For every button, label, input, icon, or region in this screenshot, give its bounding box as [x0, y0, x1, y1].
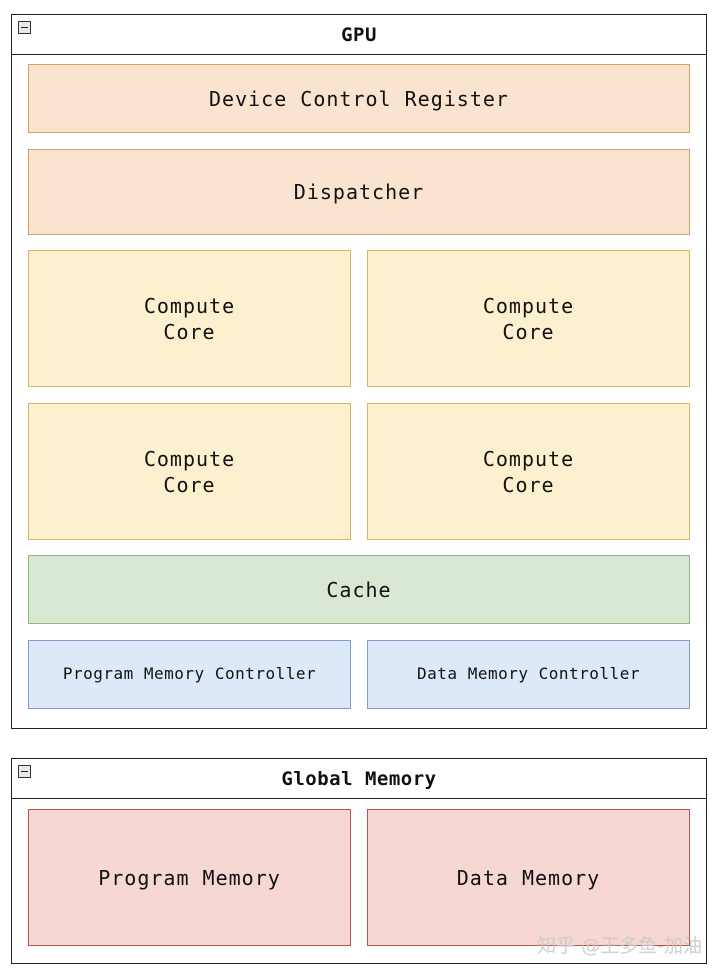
- compute-core-2: Compute Core: [367, 250, 690, 387]
- global-memory-header: Global Memory: [12, 759, 706, 799]
- global-memory-title: Global Memory: [281, 767, 437, 790]
- gpu-title: GPU: [341, 23, 377, 46]
- device-control-register: Device Control Register: [28, 64, 690, 133]
- cache: Cache: [28, 555, 690, 624]
- collapse-icon[interactable]: [18, 765, 31, 778]
- gpu-header: GPU: [12, 15, 706, 55]
- dispatcher: Dispatcher: [28, 149, 690, 235]
- compute-core-4: Compute Core: [367, 403, 690, 540]
- compute-core-1: Compute Core: [28, 250, 351, 387]
- collapse-icon[interactable]: [18, 21, 31, 34]
- program-memory-controller: Program Memory Controller: [28, 640, 351, 709]
- program-memory: Program Memory: [28, 809, 351, 946]
- data-memory: Data Memory: [367, 809, 690, 946]
- compute-core-3: Compute Core: [28, 403, 351, 540]
- watermark: 知乎 @王多鱼-加油: [537, 935, 702, 957]
- data-memory-controller: Data Memory Controller: [367, 640, 690, 709]
